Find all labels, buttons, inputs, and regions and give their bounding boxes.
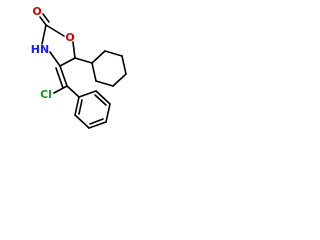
bond-o-ring-c5 [72, 41, 76, 59]
phenyl-double-1 [94, 94, 107, 106]
phenyl-bond-5 [74, 114, 90, 129]
bond-c2-carbonyl-o-double [42, 13, 50, 23]
phenyl-bond-6 [74, 96, 80, 116]
molecule-structure: O O HN Cl [31, 5, 127, 129]
bond-c4-exo-double [55, 67, 64, 89]
bond-c2-o-ring [45, 24, 65, 37]
phenyl-double-2 [89, 118, 104, 125]
phenyl-bond-3 [105, 103, 111, 123]
phenyl-double-3 [78, 99, 83, 115]
bond-c5-c4 [59, 57, 76, 67]
cyclohexane-bond-5 [95, 80, 114, 87]
ring-nitrogen-label: HN [31, 43, 49, 56]
cyclohexane-bond-3 [121, 55, 127, 75]
bond-c4-exo [59, 65, 68, 87]
bond-c5-cyclohexyl [74, 57, 93, 64]
bond-exo-cl [53, 85, 68, 94]
bond-c4-n [49, 51, 61, 67]
cyclohexane-bond-6 [91, 62, 97, 82]
ring-oxygen-label: O [65, 31, 74, 44]
carbonyl-oxygen-label: O [32, 5, 41, 18]
cyclohexane-bond-2 [104, 50, 123, 57]
structure-canvas: O O HN Cl [0, 0, 150, 150]
phenyl-bond-2 [95, 90, 111, 105]
phenyl-bond-1 [78, 90, 97, 98]
cyclohexane-bond-4 [112, 73, 127, 87]
bond-c2-carbonyl-o [39, 16, 47, 26]
phenyl-bond-4 [88, 121, 107, 129]
bond-n-c2 [41, 24, 47, 45]
cyclohexane-bond-1 [91, 50, 106, 64]
bond-exo-phenyl [66, 85, 80, 98]
chlorine-label: Cl [40, 88, 52, 101]
